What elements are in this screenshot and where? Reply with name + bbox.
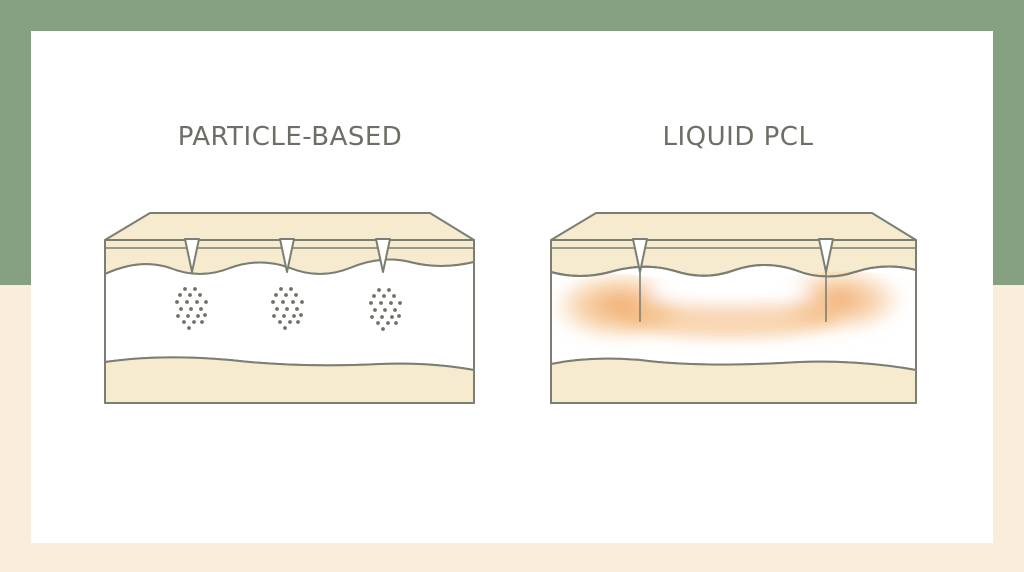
liquid-pcl-title: LIQUID PCL bbox=[662, 122, 814, 152]
skin-top-surface bbox=[104, 212, 475, 241]
particle-dot bbox=[377, 288, 381, 292]
needle-icon bbox=[375, 238, 391, 273]
liquid-pcl-skin-block-lower bbox=[550, 240, 917, 404]
particle-dot bbox=[289, 287, 293, 291]
needle-icon bbox=[184, 238, 200, 273]
particle-dot bbox=[200, 320, 204, 324]
particle-dot bbox=[292, 314, 296, 318]
particle-dot bbox=[295, 307, 299, 311]
particle-dot bbox=[382, 294, 386, 298]
particle-dot bbox=[183, 287, 187, 291]
particle-dot bbox=[389, 301, 393, 305]
particle-dot bbox=[390, 315, 394, 319]
particle-dot bbox=[193, 287, 197, 291]
particle-dot bbox=[182, 320, 186, 324]
needle-icon bbox=[818, 238, 834, 273]
subcutaneous-layer bbox=[550, 357, 917, 404]
particle-dot bbox=[393, 308, 397, 312]
particle-dot bbox=[288, 320, 292, 324]
particle-dot bbox=[185, 300, 189, 304]
needle-icon bbox=[632, 238, 648, 273]
particle-dot bbox=[372, 294, 376, 298]
particle-dot bbox=[272, 314, 276, 318]
particle-dot bbox=[300, 300, 304, 304]
particle-dot bbox=[196, 314, 200, 318]
particle-dot bbox=[175, 300, 179, 304]
particle-dot bbox=[279, 287, 283, 291]
particle-dot bbox=[381, 327, 385, 331]
subcutaneous-layer bbox=[104, 356, 475, 404]
particle-dot bbox=[187, 326, 191, 330]
particle-dot bbox=[380, 315, 384, 319]
skin-top-surface bbox=[550, 212, 917, 241]
particle-dot bbox=[281, 300, 285, 304]
particle-dot bbox=[285, 307, 289, 311]
particle-dot bbox=[373, 308, 377, 312]
particle-dot bbox=[178, 293, 182, 297]
particle-dot bbox=[394, 321, 398, 325]
particle-dot bbox=[291, 300, 295, 304]
particle-dot bbox=[370, 315, 374, 319]
particle-dot bbox=[195, 300, 199, 304]
needle-marks-right bbox=[632, 238, 834, 322]
needle-marks-left bbox=[184, 238, 391, 273]
liquid-diffusion-cloud bbox=[551, 271, 906, 345]
particle-dot bbox=[284, 293, 288, 297]
particle-dot bbox=[296, 320, 300, 324]
particle-dot bbox=[294, 293, 298, 297]
particle-clusters bbox=[175, 287, 402, 331]
particle-dot bbox=[397, 314, 401, 318]
particle-dot bbox=[392, 294, 396, 298]
particle-dot bbox=[369, 301, 373, 305]
particle-dot bbox=[386, 321, 390, 325]
particle-dot bbox=[203, 313, 207, 317]
particle-dot bbox=[283, 326, 287, 330]
needle-icon bbox=[279, 238, 295, 273]
particle-dot bbox=[271, 300, 275, 304]
particle-based-title: PARTICLE-BASED bbox=[177, 122, 403, 152]
particle-dot bbox=[299, 313, 303, 317]
particle-dot bbox=[398, 301, 402, 305]
particle-dot bbox=[176, 314, 180, 318]
particle-dot bbox=[204, 300, 208, 304]
particle-dot bbox=[274, 293, 278, 297]
particle-dot bbox=[188, 293, 192, 297]
particle-dot bbox=[379, 301, 383, 305]
particle-dot bbox=[275, 307, 279, 311]
particle-dot bbox=[376, 321, 380, 325]
particle-dot bbox=[179, 307, 183, 311]
particle-dot bbox=[282, 314, 286, 318]
particle-dot bbox=[189, 307, 193, 311]
particle-dot bbox=[199, 307, 203, 311]
particle-dot bbox=[186, 314, 190, 318]
particle-based-skin-block bbox=[104, 212, 475, 404]
particle-dot bbox=[278, 320, 282, 324]
particle-dot bbox=[383, 308, 387, 312]
particle-dot bbox=[198, 293, 202, 297]
dermis-layer bbox=[104, 258, 475, 371]
particle-dot bbox=[387, 288, 391, 292]
particle-dot bbox=[192, 320, 196, 324]
